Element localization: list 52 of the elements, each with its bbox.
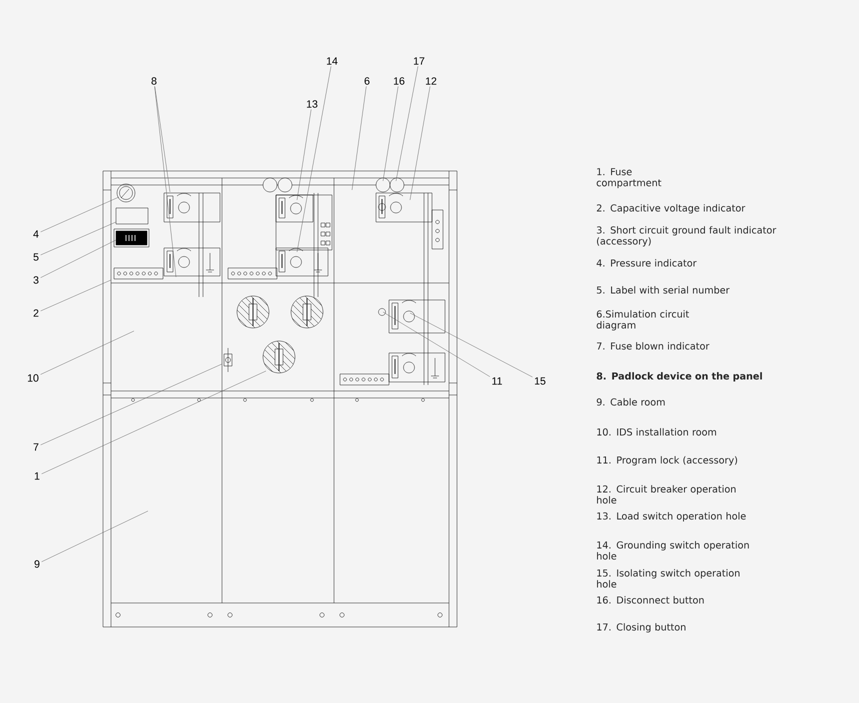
callout-description: 8. Padlock device on the panel	[596, 372, 762, 382]
leader-line	[40, 240, 116, 278]
leader-line	[296, 66, 332, 252]
callout-description: 11. Program lock (accessory)	[597, 456, 738, 466]
leader-line	[382, 312, 490, 377]
callout-description: 5. Label with serial number	[596, 286, 730, 294]
leader-line	[410, 312, 533, 378]
leader-line	[410, 86, 430, 200]
callout-number: 12	[426, 77, 436, 85]
callout-number: 2	[34, 309, 38, 317]
callout-number: 8	[152, 77, 156, 85]
leader-line	[396, 66, 418, 182]
callout-description: 10. IDS installation room	[597, 428, 716, 436]
callout-description: 14. Grounding switch operation hole	[597, 541, 749, 560]
leader-line	[40, 364, 222, 446]
callout-number: 16	[394, 77, 404, 85]
callout-description: 13. Load switch operation hole	[597, 512, 746, 522]
callout-description: 12. Circuit breaker operation hole	[597, 485, 736, 504]
callout-description: 3. Short circuit ground fault indicator (accessory)	[596, 226, 776, 246]
callout-description: 9. Cable room	[596, 398, 665, 406]
callout-number: 13	[306, 100, 318, 108]
callout-description: 4. Pressure indicator	[596, 259, 697, 267]
leader-line	[40, 196, 120, 232]
leader-line	[41, 370, 266, 474]
leader-line	[154, 86, 176, 278]
leader-line	[154, 86, 170, 192]
leader-line	[296, 109, 312, 200]
callout-number: 14	[326, 57, 338, 65]
callout-number: 4	[33, 230, 39, 238]
callout-description: 6.Simulation circuit diagram	[596, 310, 689, 330]
leader-line	[40, 330, 134, 375]
callout-description: 17. Closing button	[597, 623, 686, 632]
callout-number: 6	[364, 77, 370, 85]
callout-number: 10	[28, 374, 38, 382]
leader-line	[382, 86, 398, 182]
leader-line	[352, 86, 366, 190]
callout-number: 15	[534, 377, 546, 385]
leader-line	[40, 280, 112, 312]
callout-number: 17	[414, 57, 424, 65]
callout-number: 5	[34, 253, 38, 261]
callout-description: 15. Isolating switch operation hole	[597, 569, 740, 588]
leader-line	[40, 222, 116, 256]
callout-description: 16. Disconnect button	[597, 596, 704, 604]
callout-description: 7. Fuse blown indicator	[597, 342, 710, 350]
callout-number: 9	[34, 560, 40, 568]
callout-number: 7	[34, 443, 38, 451]
callout-number: 1	[34, 472, 40, 480]
callout-description: 2. Capacitive voltage indicator	[596, 204, 746, 214]
callout-description: 1. Fuse compartment	[596, 168, 662, 188]
callout-number: 3	[33, 276, 38, 284]
leader-line	[41, 510, 148, 562]
callout-number: 11	[492, 377, 502, 385]
